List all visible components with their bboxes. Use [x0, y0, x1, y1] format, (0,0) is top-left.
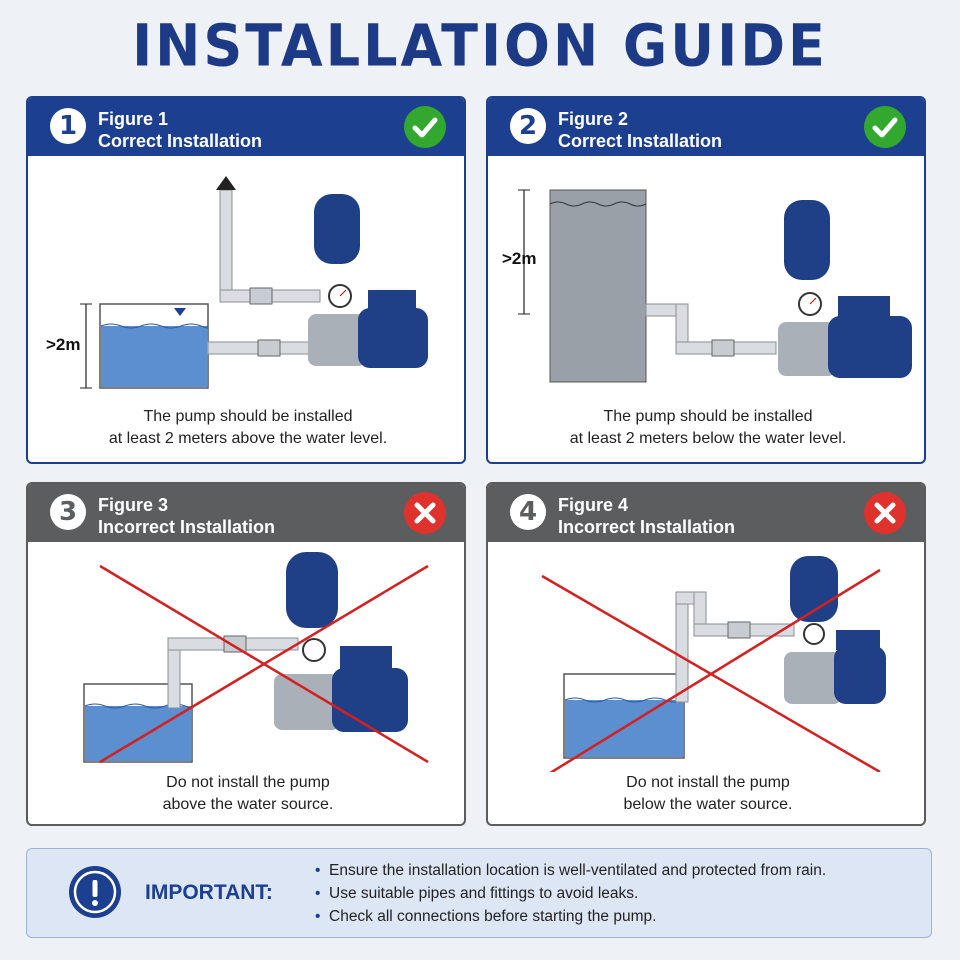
pump-body [274, 674, 340, 730]
cross-out-line [549, 568, 881, 772]
figure-2-header: 2 Figure 2 Correct Installation [488, 98, 924, 156]
figure-4-header: 4 Figure 4 Incorrect Installation [488, 484, 924, 542]
motor [332, 668, 408, 732]
figure-4-illustration [541, 556, 886, 772]
pressure-tank [790, 556, 838, 622]
figure-caption: The pump should be installed at least 2 … [108, 408, 388, 447]
figure-status: Incorrect Installation [98, 517, 276, 537]
check-icon [864, 106, 906, 148]
pressure-tank [286, 552, 338, 628]
figure-2-card: 2 Figure 2 Correct Installation >2m The … [486, 96, 926, 464]
pressure-gauge-icon [302, 638, 326, 662]
figure-status: Correct Installation [98, 131, 263, 151]
list-item: Check all connections before starting th… [313, 905, 826, 928]
figure-caption: Do not install the pump below the water … [623, 774, 793, 813]
water-tank [85, 706, 191, 761]
figure-number: 1 [50, 108, 86, 144]
motor [834, 646, 886, 704]
pump-body [308, 314, 366, 366]
dimension-label: >2m [502, 249, 537, 268]
figure-label: Figure 3 [98, 495, 169, 515]
list-item: Ensure the installation location is well… [313, 859, 826, 882]
cross-icon [404, 492, 446, 534]
cross-icon [864, 492, 906, 534]
motor [828, 316, 912, 378]
pressure-tank [784, 200, 830, 280]
water-tank [549, 189, 647, 383]
figure-1-card: 1 Figure 1 Correct Installation >2m The … [26, 96, 466, 464]
pump-body [778, 322, 836, 376]
check-icon [404, 106, 446, 148]
pressure-gauge-icon [803, 623, 825, 645]
figure-caption: Do not install the pump above the water … [162, 774, 334, 813]
pump-body [784, 652, 842, 704]
figure-label: Figure 1 [98, 109, 169, 129]
important-list: Ensure the installation location is well… [313, 859, 826, 928]
figure-3-header: 3 Figure 3 Incorrect Installation [28, 484, 464, 542]
figure-number: 4 [510, 494, 546, 530]
figure-2-illustration: >2m [502, 189, 912, 383]
cross-out-line [99, 564, 429, 764]
figure-caption: The pump should be installed at least 2 … [569, 408, 847, 447]
figure-label: Figure 2 [558, 109, 629, 129]
list-item: Use suitable pipes and fittings to avoid… [313, 882, 826, 905]
water-tank [101, 326, 207, 387]
important-notice: IMPORTANT: Ensure the installation locat… [26, 848, 932, 938]
page-title: INSTALLATION GUIDE [132, 11, 828, 80]
figure-label: Figure 4 [558, 495, 629, 515]
motor [358, 308, 428, 368]
figure-1-illustration: >2m [46, 176, 428, 389]
pressure-tank [314, 194, 360, 264]
figure-status: Correct Installation [558, 131, 723, 151]
figure-number: 3 [50, 494, 86, 530]
figure-1-header: 1 Figure 1 Correct Installation [28, 98, 464, 156]
figure-status: Incorrect Installation [558, 517, 736, 537]
figure-3-illustration [83, 552, 429, 764]
dimension-label: >2m [46, 335, 81, 354]
figure-3-card: 3 Figure 3 Incorrect Installation Do not… [26, 482, 466, 826]
figure-number: 2 [510, 108, 546, 144]
important-label: IMPORTANT: [145, 881, 273, 904]
exclamation-icon [69, 866, 121, 918]
figure-4-card: 4 Figure 4 Incorrect Installation Do not… [486, 482, 926, 826]
